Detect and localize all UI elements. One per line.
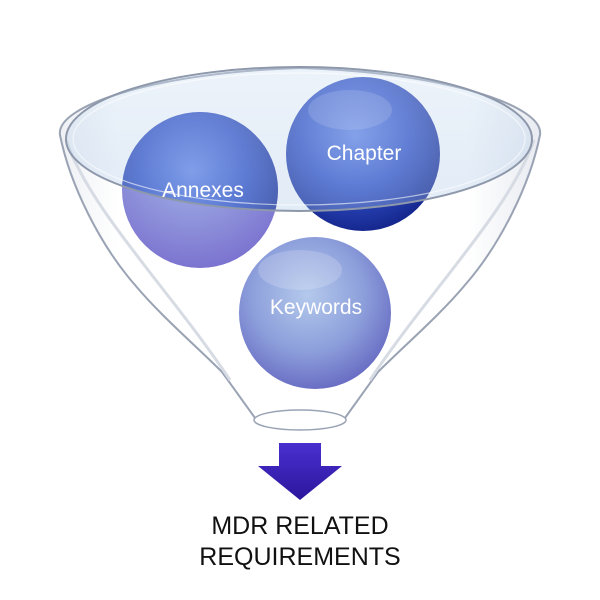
funnel-spout-opening: [253, 409, 347, 431]
label-chapter: Chapter: [327, 142, 402, 165]
funnel-inner-shade-right: [368, 139, 536, 381]
output-line-1: MDR RELATED: [211, 512, 389, 540]
sphere-keywords: [239, 237, 391, 389]
funnel-inner-shade: [64, 139, 232, 381]
sphere-keywords-highlight: [258, 250, 342, 290]
down-arrow-icon: [258, 443, 342, 500]
funnel-rim: [65, 66, 533, 212]
output-line-2: REQUIREMENTS: [199, 543, 401, 571]
funnel-rim-inner-edge: [72, 72, 526, 206]
label-annexes: Annexes: [162, 179, 244, 202]
label-keywords: Keywords: [270, 296, 362, 319]
